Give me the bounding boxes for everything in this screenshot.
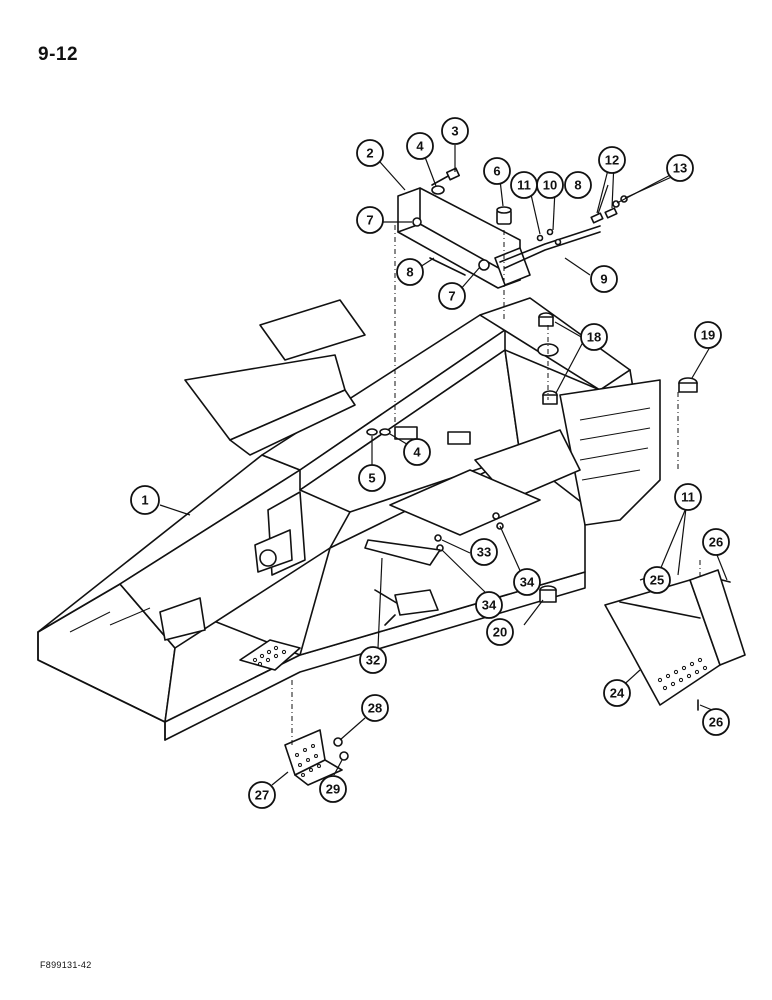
step-bracket [364,539,441,626]
callout-28: 28 [361,694,389,722]
figure-code: F899131-42 [40,960,92,970]
svg-text:11: 11 [517,178,531,193]
svg-text:26: 26 [709,715,723,730]
svg-text:29: 29 [326,782,340,797]
callout-25: 25 [643,566,671,594]
svg-text:26: 26 [709,535,723,550]
callout-3: 3 [441,117,469,145]
page-number: 9-12 [38,44,79,65]
callout-26a: 26 [702,528,730,556]
callout-8b: 8 [564,171,592,199]
svg-text:19: 19 [701,328,715,343]
svg-text:1: 1 [141,493,148,508]
svg-text:10: 10 [543,178,557,193]
front-step-plate [284,729,349,786]
svg-text:8: 8 [574,178,581,193]
callout-34a: 34 [475,591,503,619]
callout-34b: 34 [513,568,541,596]
callout-29: 29 [319,775,347,803]
callout-13: 13 [666,154,694,182]
callout-2: 2 [356,139,384,167]
svg-text:6: 6 [493,164,500,179]
callout-1: 1 [130,485,160,515]
callout-10: 10 [536,171,564,199]
rear-step-holes [657,657,708,691]
callout-11a: 11 [510,171,538,199]
svg-text:7: 7 [448,289,455,304]
callout-4b: 4 [403,438,431,466]
callout-24: 24 [603,679,631,707]
svg-text:25: 25 [650,573,664,588]
callout-33: 33 [470,538,498,566]
rear-step [604,569,746,711]
svg-text:33: 33 [477,545,491,560]
front-step-plate-holes [295,744,321,777]
svg-text:13: 13 [673,161,687,176]
svg-text:2: 2 [366,146,373,161]
callout-8a: 8 [396,258,424,286]
callout-9: 9 [590,265,618,293]
hardware-parts [366,167,698,603]
callout-18: 18 [580,323,608,351]
callout-12: 12 [598,146,626,174]
callout-7a: 7 [356,206,384,234]
svg-text:27: 27 [255,788,269,803]
svg-text:4: 4 [413,445,421,460]
svg-text:28: 28 [368,701,382,716]
callout-4a: 4 [406,132,434,160]
svg-text:8: 8 [406,265,413,280]
svg-text:5: 5 [368,471,375,486]
callout-11b: 11 [674,483,702,511]
callout-7b: 7 [438,282,466,310]
svg-text:20: 20 [493,625,507,640]
svg-text:11: 11 [681,490,695,505]
main-frame [37,297,661,741]
svg-text:9: 9 [600,272,607,287]
callout-26b: 26 [702,708,730,736]
svg-text:34: 34 [482,598,497,613]
callout-6: 6 [483,157,511,185]
svg-text:7: 7 [366,213,373,228]
cross-member [397,187,601,289]
front-step-holes [252,645,287,667]
callout-20: 20 [486,618,514,646]
callout-32: 32 [359,646,387,674]
svg-text:32: 32 [366,653,380,668]
assembly-lines [291,225,701,745]
svg-text:3: 3 [451,124,458,139]
svg-text:34: 34 [520,575,535,590]
svg-text:12: 12 [605,153,619,168]
svg-text:4: 4 [416,139,424,154]
callout-27: 27 [248,781,276,809]
callout-19: 19 [694,321,722,349]
svg-text:24: 24 [610,686,625,701]
callout-5: 5 [358,464,386,492]
svg-text:18: 18 [587,330,601,345]
